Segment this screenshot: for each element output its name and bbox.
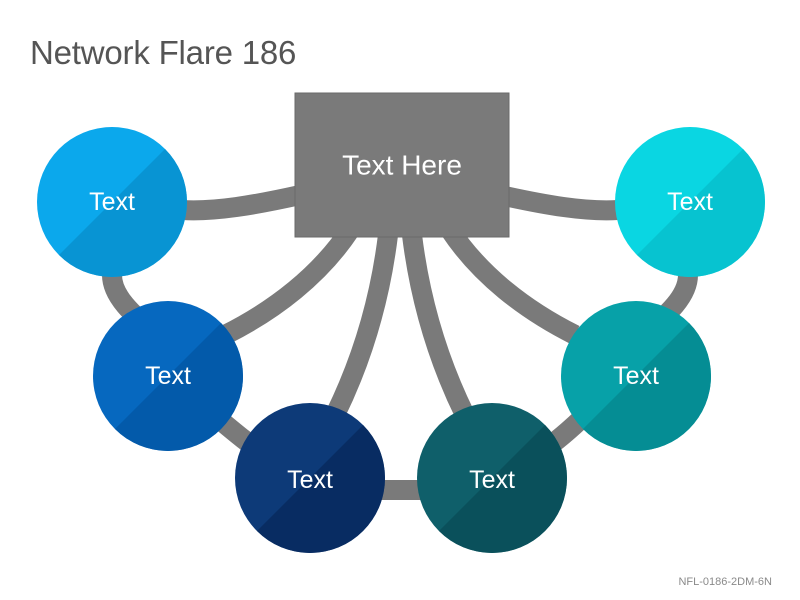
node-6-label: Text xyxy=(667,188,713,216)
node-1-shade xyxy=(58,148,187,277)
node-3[interactable]: Text xyxy=(235,403,385,553)
hub-label: Text Here xyxy=(342,150,462,181)
spoke-3 xyxy=(326,233,398,420)
node-6[interactable]: Text xyxy=(615,127,766,277)
node-4-label: Text xyxy=(469,466,515,494)
node-4-shade xyxy=(438,424,567,553)
node-4[interactable]: Text xyxy=(417,403,567,553)
spoke-6 xyxy=(497,185,619,221)
node-1[interactable]: Text xyxy=(37,127,187,277)
spoke-5 xyxy=(441,224,580,344)
slide-code: NFL-0186-2DM-6N xyxy=(678,576,772,588)
slide-title: Network Flare 186 xyxy=(30,34,297,71)
node-6-shade xyxy=(636,148,766,277)
node-3-shade xyxy=(256,424,385,553)
node-5-shade xyxy=(582,322,711,451)
hub[interactable]: Text Here xyxy=(294,92,510,238)
hub-box xyxy=(294,92,510,238)
node-2-shade xyxy=(114,322,243,452)
node-3-label: Text xyxy=(287,466,333,494)
spoke-2 xyxy=(220,224,359,344)
node-5[interactable]: Text xyxy=(561,301,711,451)
node-5-label: Text xyxy=(613,362,659,390)
node-2[interactable]: Text xyxy=(93,301,243,452)
nodes: Text Text Text Text Text xyxy=(37,127,766,553)
hub-connectors xyxy=(181,185,619,420)
node-2-label: Text xyxy=(145,362,191,390)
spoke-1 xyxy=(181,185,303,221)
spoke-4 xyxy=(402,233,474,420)
node-1-label: Text xyxy=(89,188,135,216)
